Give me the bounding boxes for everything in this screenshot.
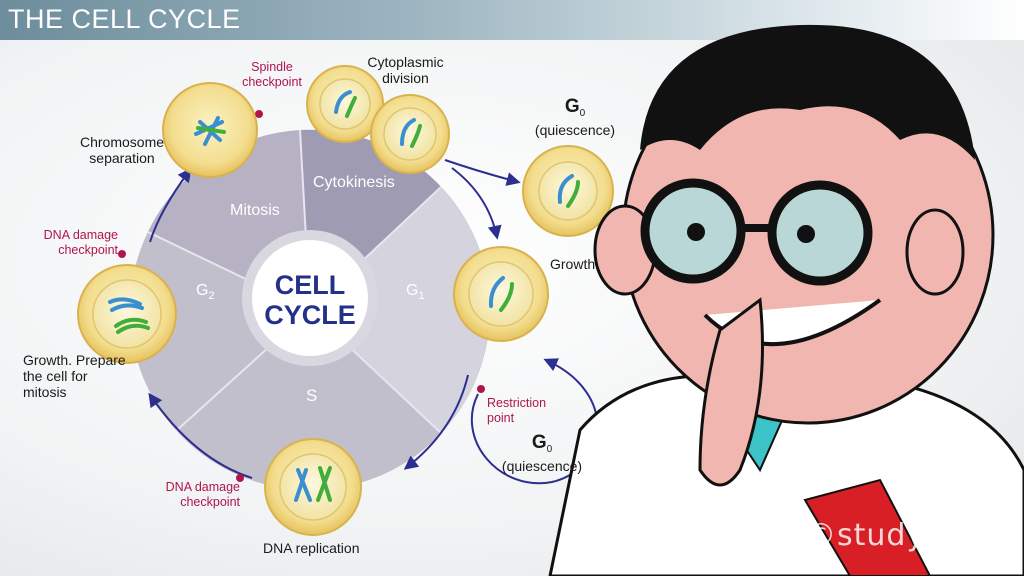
label-g0-bottom: G0 (quiescence) [496,432,588,475]
g0-top-letter: G [564,96,580,117]
scientist-illustration [548,24,1024,576]
arrow-to-g0-top [444,159,521,186]
label-dna-damage-checkpoint-upper: DNA damage checkpoint [43,228,118,257]
arrow-s-to-g2 [148,392,253,479]
cell-s [264,438,362,536]
watermark-logo: ©study.com [806,518,999,553]
page-title: THE CELL CYCLE [8,4,241,34]
phase-g2: G2 [196,283,215,304]
cell-mitosis [162,82,258,178]
label-chromosome-separation: Chromosome separation [79,134,165,166]
label-g0-top: G0 (quiescence) [527,96,623,139]
center-label: CELL CYCLE [262,270,358,330]
label-dna-replication: DNA replication [263,540,360,556]
phase-g1: G1 [406,283,425,304]
g0-top-text: (quiescence) [534,121,616,138]
label-growth: Growth [550,256,596,272]
cell-g0 [522,145,614,237]
cycle-arrows [148,159,599,485]
phase-g2-letter: G [196,282,209,299]
phase-mitosis: Mitosis [230,202,280,219]
label-restriction-point: Restriction point [487,396,547,425]
g0-top-sub: 0 [579,107,586,119]
phase-g1-sub: 1 [418,290,425,303]
g0-bottom-text: (quiescence) [501,457,583,474]
center-label-line2: CYCLE [264,300,356,330]
cell-g2 [77,264,177,364]
arrow-g1-to-s [403,374,469,470]
g1-sector [310,187,490,433]
title-bar: THE CELL CYCLE [0,0,1024,40]
g0-bottom-sub: 0 [546,443,553,455]
center-circle [252,240,368,356]
cell-g1 [453,246,549,342]
cell-cytokinesis [306,65,450,174]
label-growth-prepare: Growth. Prepare the cell for mitosis [23,352,126,400]
arrow-g0-loop [470,358,599,485]
label-dna-damage-checkpoint-lower: DNA damage checkpoint [165,480,240,509]
label-cytoplasmic-division: Cytoplasmic division [367,54,444,86]
g0-bottom-letter: G [531,432,547,453]
arrow-to-g1 [451,167,502,240]
arrow-g2-to-mitosis [149,167,192,243]
phase-g1-letter: G [406,282,419,299]
phase-g2-sub: 2 [208,290,215,303]
label-spindle-checkpoint: Spindle checkpoint [242,60,302,89]
checkpoint-dots [118,110,485,482]
phase-cytokinesis: Cytokinesis [313,174,395,191]
center-label-line1: CELL [274,270,346,300]
phase-s: S [306,386,318,405]
